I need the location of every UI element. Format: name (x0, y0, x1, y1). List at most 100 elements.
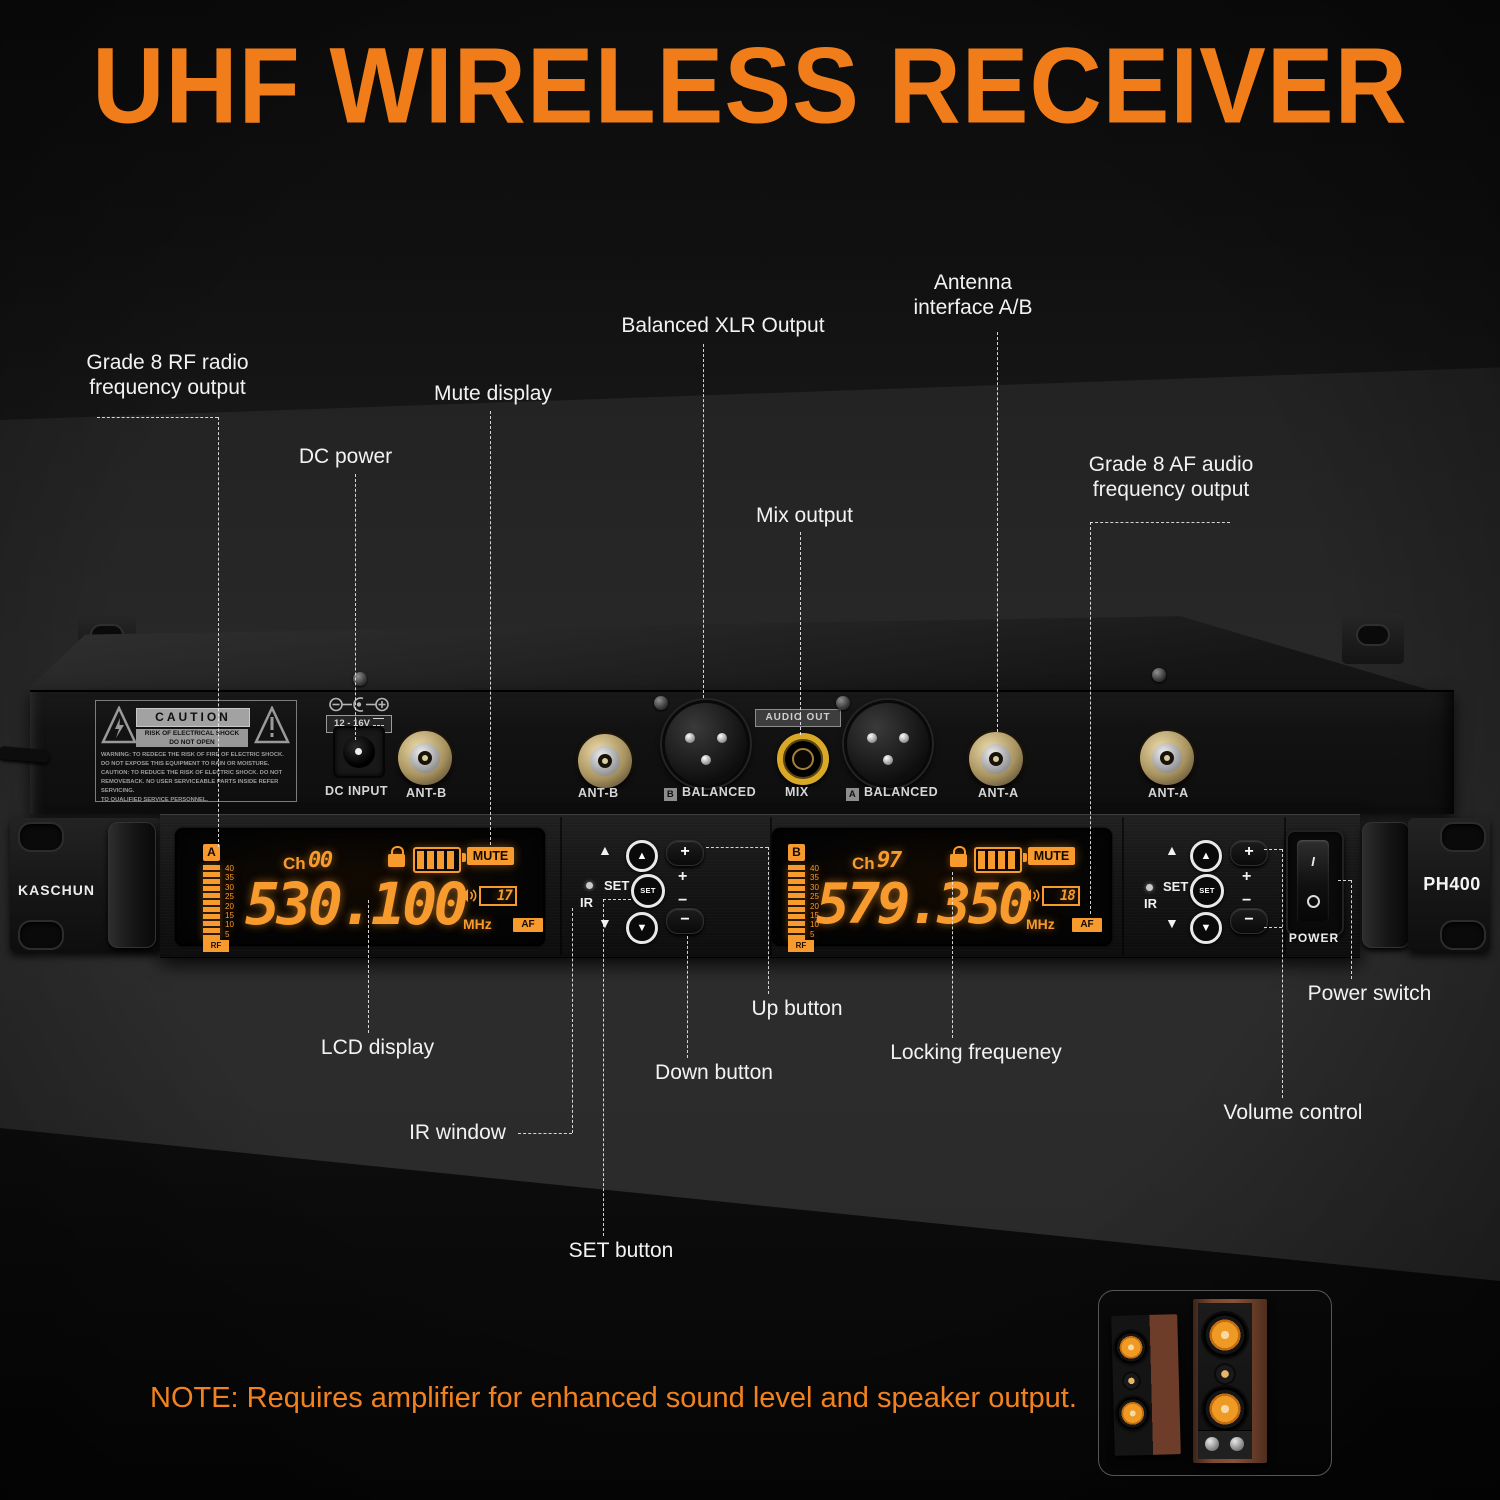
callout-up-button: Up button (738, 996, 856, 1021)
brand-label: KASCHUN (18, 882, 95, 898)
level-value-a: 17 (479, 886, 517, 906)
down-glyph: ▼ (1200, 922, 1212, 934)
callout-text: DC power (298, 445, 393, 468)
up-button-right: ▲ (1190, 840, 1222, 872)
warning-lightning-icon (101, 706, 137, 744)
callout-line (800, 532, 801, 735)
screw (836, 696, 850, 710)
page-title: UHF WIRELESS RECEIVER (92, 25, 1408, 147)
lcd-display-a: A RF 40 35 30 25 20 15 10 5 Ch 00 530.10… (175, 828, 545, 952)
mhz-label-a: MHz (463, 916, 492, 932)
callout-line (1264, 927, 1282, 928)
level-value-b: 18 (1042, 886, 1080, 906)
callout-text: Locking frequeney (890, 1041, 1062, 1064)
ant-b1-label: ANT-B (406, 786, 447, 800)
caution-label: CAUTION RISK OF ELECTRICAL SHOCK DO NOT … (95, 700, 297, 803)
rack-ear-hole (1356, 624, 1390, 646)
xlr-output-a (844, 700, 932, 788)
callout-set-button: SET button (556, 1238, 686, 1263)
callout-rf-output: Grade 8 RF radio frequency output (60, 350, 275, 400)
callout-ir-window: IR window (395, 1120, 520, 1145)
caution-warning-text: WARNING: TO REDECE THE RISK OF FIRE OF E… (101, 752, 284, 803)
frequency-a: 530.100 (245, 870, 469, 938)
rca-inner (792, 748, 814, 770)
bnc-pin (1164, 755, 1170, 761)
power-label: POWER (1288, 931, 1340, 945)
model-label: PH400 (1423, 874, 1481, 894)
callout-line (706, 847, 768, 848)
af-badge-b: AF (1072, 918, 1102, 932)
callout-line (490, 411, 491, 845)
power-off-mark (1307, 895, 1320, 908)
plus-button: + (666, 840, 704, 866)
front-handle-right (1362, 822, 1410, 948)
callout-text: Mix output (756, 504, 853, 527)
bnc-ant-b1 (398, 731, 452, 785)
xlr-a-badge: A (846, 788, 859, 801)
dc-polarity-icon (329, 697, 389, 712)
ir-window-label: IR (580, 895, 593, 910)
volume-minus-button: − (1230, 908, 1268, 934)
xlr-pin (685, 733, 695, 743)
rack-ear-hole (1440, 822, 1486, 852)
speaker-tweeter (1123, 1373, 1140, 1389)
screw (654, 696, 668, 710)
caution-subtext: RISK OF ELECTRICAL SHOCK DO NOT OPEN (136, 729, 248, 747)
callout-text: Power switch (1307, 982, 1432, 1005)
bnc-ant-b2 (578, 734, 632, 788)
callout-text: interface A/B (913, 296, 1033, 319)
ir-window-label-right: IR (1144, 896, 1157, 911)
xlr-a-text: BALANCED (864, 785, 939, 799)
speaker-woofer (1114, 1330, 1148, 1364)
callout-text: frequency output (1092, 478, 1250, 501)
callout-antenna-ab: Antenna interface A/B (898, 270, 1048, 320)
callout-line (768, 847, 769, 994)
back-rack-ear-right (1342, 614, 1404, 664)
channel-number-b: 97 (877, 848, 902, 873)
callout-line (355, 474, 356, 740)
rack-ear-hole (18, 822, 64, 852)
ant-a2-label: ANT-A (1148, 786, 1189, 800)
note-text: NOTE: Requires amplifier for enhanced so… (150, 1382, 1077, 1414)
caution-header: CAUTION (136, 708, 250, 727)
callout-locking-frequency: Locking frequeney (870, 1040, 1082, 1065)
callout-text: IR window (409, 1121, 506, 1144)
panel-divider (1284, 817, 1286, 955)
lock-icon-a (388, 846, 405, 867)
dc-input-label: DC INPUT (325, 784, 389, 798)
bnc-ant-a2 (1140, 731, 1194, 785)
ir-led-right (1146, 884, 1153, 891)
callout-line (603, 899, 604, 1236)
screw (1152, 668, 1166, 682)
callout-down-button: Down button (640, 1060, 788, 1085)
callout-af-output: Grade 8 AF audio frequency output (1066, 452, 1276, 502)
callout-text: Up button (751, 997, 843, 1020)
callout-line (1090, 522, 1230, 523)
callout-lcd-display: LCD display (305, 1035, 450, 1060)
set-label-right: SET (1163, 879, 1189, 894)
xlr-pin (867, 733, 877, 743)
speaker-controls (1198, 1430, 1252, 1459)
bnc-pin (422, 755, 428, 761)
rf-label-b: RF (788, 940, 814, 952)
speakers-image (1098, 1290, 1332, 1476)
callout-power-switch: Power switch (1292, 981, 1447, 1006)
front-handle-left (108, 822, 156, 948)
set-label: SET (604, 878, 630, 893)
callout-text: Down button (655, 1061, 773, 1084)
speaker-woofer (1203, 1387, 1247, 1431)
xlr-b-text: BALANCED (682, 785, 757, 799)
lcd-display-b: B RF 40 35 30 25 20 15 10 5 Ch 97 579.35… (772, 828, 1112, 952)
xlr-pin (701, 755, 711, 765)
callout-line (1338, 880, 1351, 881)
callout-text: Grade 8 AF audio (1088, 453, 1254, 476)
volume-knob (1230, 1437, 1244, 1451)
callout-line (1264, 849, 1282, 850)
receiver-back-panel: CAUTION RISK OF ELECTRICAL SHOCK DO NOT … (0, 610, 1456, 814)
mute-badge-b: MUTE (1028, 847, 1075, 865)
callout-xlr-output: Balanced XLR Output (598, 313, 848, 338)
dc-symbol-icon (372, 718, 384, 726)
callout-line (518, 1133, 572, 1134)
up-glyph: ▲ (636, 850, 648, 862)
rf-scale-b: 40 35 30 25 20 15 10 5 (810, 864, 819, 939)
